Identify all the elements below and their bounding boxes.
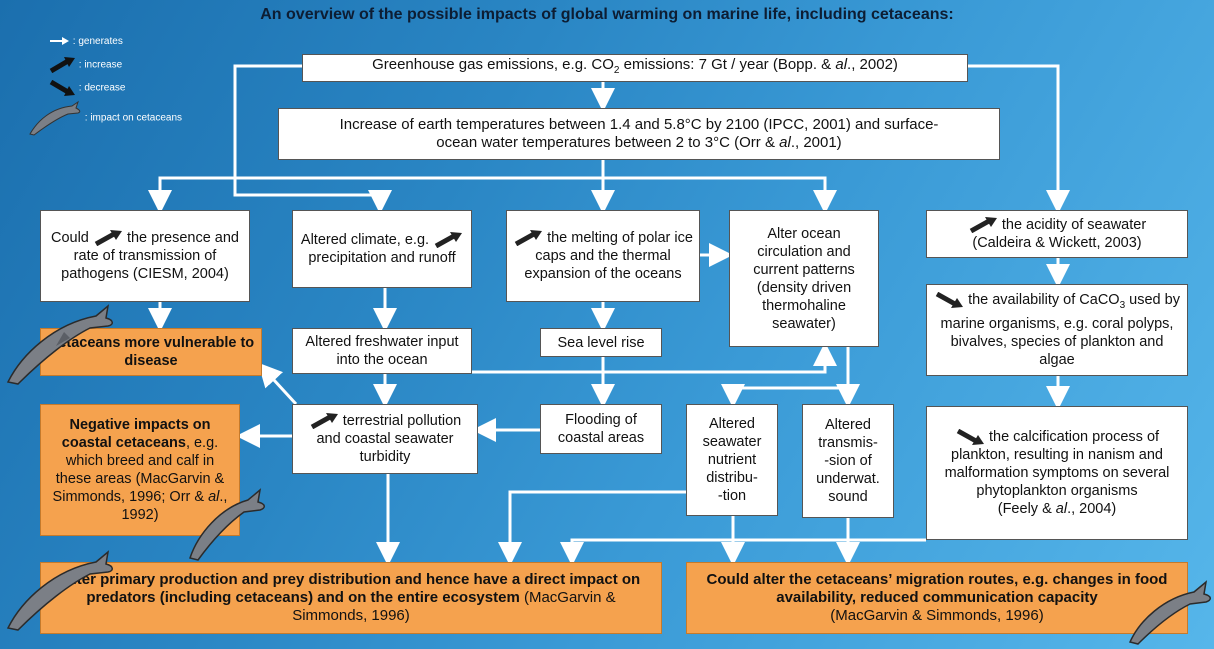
sea-level-rise-box: Sea level rise: [540, 328, 662, 357]
underwater-sound-box: Altered transmis- -sion of underwat. sou…: [802, 404, 894, 518]
increase-arrow-icon: [94, 230, 122, 247]
terrestrial-pollution-box: terrestrial pollution and coastal seawat…: [292, 404, 478, 474]
increase-arrow-icon: [969, 217, 997, 234]
legend-impact: : impact on cetaceans: [28, 100, 182, 136]
increase-arrow-icon: [514, 230, 543, 247]
acidity-box: the acidity of seawater (Caldeira & Wick…: [926, 210, 1188, 258]
nutrient-distribution-box: Altered seawater nutrient distribu- -tio…: [686, 404, 778, 516]
legend-generates-label: : generates: [72, 36, 123, 47]
ocean-circulation-box: Alter ocean circulation and current patt…: [729, 210, 879, 347]
legend-increase-label: : increase: [78, 59, 123, 71]
legend-decrease: : decrease: [48, 80, 125, 96]
dolphin-icon: [6, 304, 113, 385]
pathogen-box: Could the presence and rate of transmiss…: [40, 210, 250, 302]
temperature-line-2: ocean water temperatures between 2 to 3°…: [436, 134, 842, 151]
legend-impact-label: : impact on cetaceans: [84, 112, 183, 124]
temperature-line-1: Increase of earth temperatures between 1…: [339, 116, 939, 133]
freshwater-input-box: Altered freshwater input into the ocean: [292, 328, 472, 374]
melting-ice-box: the melting of polar ice caps and the th…: [506, 210, 700, 302]
coastal-impact-box: Negative impacts on coastal cetaceans, e…: [40, 404, 240, 536]
decrease-arrow-icon: [956, 429, 984, 446]
dolphin-icon: [29, 100, 81, 136]
greenhouse-gas-box: Greenhouse gas emissions, e.g. CO2 emiss…: [302, 54, 968, 82]
diagram-title: An overview of the possible impacts of g…: [260, 6, 954, 23]
prey-distribution-box: Alter primary production and prey distri…: [40, 562, 662, 634]
decrease-arrow-icon: [49, 80, 75, 96]
temperature-increase-box: Increase of earth temperatures between 1…: [278, 108, 1000, 160]
caco3-availability-box: the availability of CaCO3 used by marine…: [926, 284, 1188, 376]
migration-routes-box: Could alter the cetaceans’ migration rou…: [686, 562, 1188, 634]
decrease-arrow-icon: [935, 292, 964, 309]
increase-arrow-icon: [434, 232, 463, 249]
legend-generates: : generates: [48, 36, 123, 47]
legend-decrease-label: : decrease: [78, 82, 126, 94]
increase-arrow-icon: [310, 413, 338, 430]
altered-climate-box: Altered climate, e.g. precipitation and …: [292, 210, 472, 288]
calcification-box: the calcification process of plankton, r…: [926, 406, 1188, 540]
dolphin-icon: [6, 550, 113, 631]
legend-increase: : increase: [48, 57, 122, 73]
increase-arrow-icon: [49, 57, 75, 73]
dolphin-icon: [189, 488, 265, 561]
dolphin-icon: [1128, 580, 1211, 645]
coastal-flooding-box: Flooding of coastal areas: [540, 404, 662, 454]
generate-arrow-icon: [50, 37, 69, 46]
